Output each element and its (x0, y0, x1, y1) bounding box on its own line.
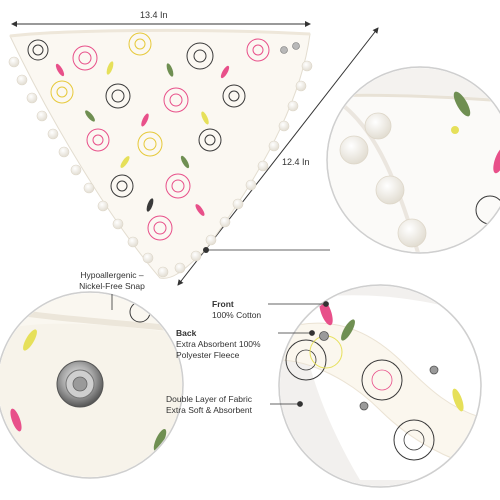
double-layer-callout-line2: Extra Soft & Absorbent (166, 405, 252, 415)
snap-callout-line1: Hypoallergenic – (80, 270, 144, 280)
front-callout-connector (268, 301, 329, 307)
dreamcatcher-icon (27, 32, 270, 241)
feather-icon (55, 61, 230, 216)
double-layer-callout-connector (270, 401, 303, 407)
snap-callout-line2: Nickel-Free Snap (79, 281, 145, 291)
front-callout-title: Front (212, 299, 234, 309)
front-callout: Front 100% Cotton (212, 299, 261, 321)
width-label: 13.4 In (140, 10, 168, 20)
bib-main (8, 28, 313, 279)
pompom-detail-circle (326, 66, 500, 254)
snap-button-icon (56, 360, 104, 408)
back-callout: Back Extra Absorbent 100% Polyester Flee… (176, 328, 261, 361)
snap-callout: Hypoallergenic – Nickel-Free Snap (64, 270, 160, 292)
back-callout-title: Back (176, 328, 197, 338)
front-callout-detail: 100% Cotton (212, 310, 262, 320)
snap-detail-circle (0, 291, 184, 479)
fabric-detail-circle (278, 284, 482, 488)
double-layer-callout: Double Layer of Fabric Extra Soft & Abso… (166, 394, 252, 416)
pompom-detail-connector (203, 247, 330, 253)
double-layer-callout-line1: Double Layer of Fabric (166, 394, 252, 404)
height-label: 12.4 In (282, 157, 310, 167)
back-callout-connector (278, 330, 315, 336)
pompom-icon (8, 56, 313, 278)
back-callout-detail1: Extra Absorbent 100% (176, 339, 261, 349)
back-callout-detail2: Polyester Fleece (176, 350, 240, 360)
